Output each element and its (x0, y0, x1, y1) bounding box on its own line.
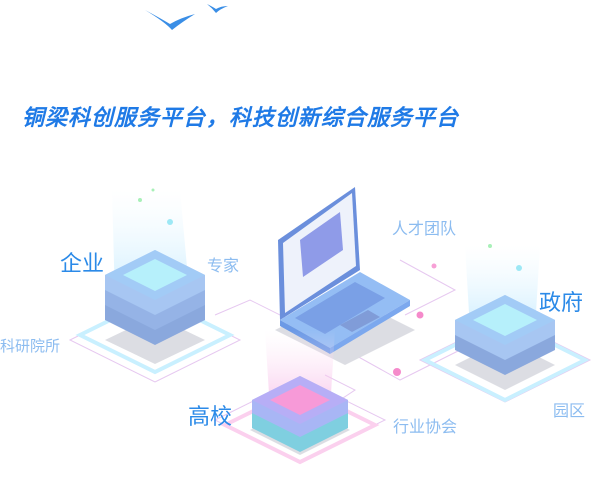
label-enterprise: 企业 (60, 252, 105, 277)
label-research-institute: 科研院所 (0, 337, 61, 355)
enterprise-stack (75, 188, 235, 375)
label-government: 政府 (539, 291, 584, 316)
government-stack (420, 244, 590, 403)
label-park: 园区 (553, 401, 586, 420)
label-industry-association: 行业协会 (393, 417, 458, 436)
bird-icon (207, 4, 228, 13)
bird-icon (145, 10, 195, 30)
laptop-icon (275, 187, 415, 365)
page-title: 铜梁科创服务平台，科技创新综合服务平台 (22, 105, 460, 131)
label-university: 高校 (188, 405, 233, 430)
label-talent-team: 人才团队 (392, 219, 457, 238)
label-expert: 专家 (207, 256, 240, 275)
university-stack (220, 330, 380, 465)
